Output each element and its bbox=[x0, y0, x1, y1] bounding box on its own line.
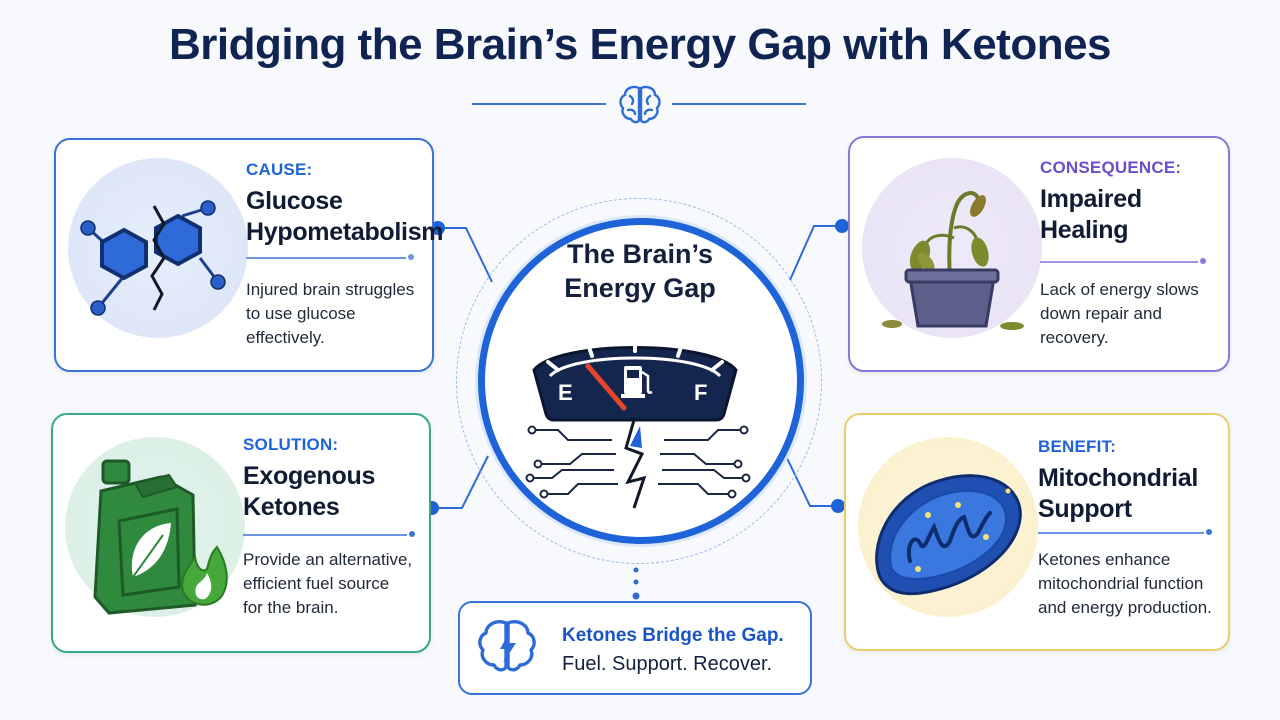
cause-heading: Glucose Hypometabolism bbox=[246, 186, 444, 248]
solution-heading: Exogenous Ketones bbox=[243, 461, 375, 523]
cause-rule bbox=[246, 257, 406, 259]
solution-rule-dot bbox=[409, 531, 415, 537]
benefit-heading: Mitochondrial Support bbox=[1038, 463, 1198, 525]
consequence-heading: Impaired Healing bbox=[1040, 184, 1142, 246]
consequence-desc-line1: Lack of energy slows bbox=[1040, 280, 1199, 299]
fuel-can-icon bbox=[93, 459, 228, 615]
center-title-line1: The Brain’s bbox=[566, 239, 714, 269]
benefit-card: BENEFIT: Mitochondrial Support Ketones e… bbox=[844, 413, 1230, 651]
wilting-plant-icon bbox=[882, 191, 1024, 330]
consequence-desc-line3: recovery. bbox=[1040, 328, 1109, 347]
solution-tag: SOLUTION: bbox=[243, 435, 339, 454]
cause-heading-line2: Hypometabolism bbox=[246, 218, 444, 246]
cause-card: CAUSE: Glucose Hypometabolism Injured br… bbox=[54, 138, 444, 372]
cause-illustration bbox=[68, 158, 248, 338]
center-title: The Brain’s Energy Gap bbox=[510, 237, 770, 305]
gauge-full-label: F bbox=[694, 380, 707, 405]
cause-desc-line3: effectively. bbox=[246, 328, 325, 347]
benefit-heading-line2: Support bbox=[1038, 495, 1132, 523]
consequence-connector-dot bbox=[835, 219, 849, 233]
title-rule-left bbox=[472, 103, 606, 105]
bottom-line2: Fuel. Support. Recover. bbox=[562, 653, 773, 675]
page-title: Bridging the Brain’s Energy Gap with Ket… bbox=[168, 20, 1112, 69]
solution-heading-line2: Ketones bbox=[243, 493, 340, 521]
consequence-heading-line1: Impaired bbox=[1040, 185, 1142, 213]
brain-icon bbox=[619, 85, 661, 124]
cause-desc-line2: to use glucose bbox=[246, 304, 356, 323]
benefit-desc-line3: and energy production. bbox=[1038, 598, 1212, 617]
benefit-connector-dot bbox=[831, 499, 845, 513]
gauge-empty-label: E bbox=[558, 380, 573, 405]
consequence-tag: CONSEQUENCE: bbox=[1040, 158, 1182, 177]
benefit-heading-line1: Mitochondrial bbox=[1038, 464, 1198, 492]
fuel-pump-icon bbox=[621, 366, 653, 398]
mitochondrion-icon bbox=[875, 474, 1022, 596]
solution-desc-line2: efficient fuel source bbox=[243, 574, 390, 593]
broken-circuit-icon bbox=[525, 419, 751, 509]
consequence-card: CONSEQUENCE: Impaired Healing Lack of en… bbox=[848, 136, 1230, 372]
gauge-needle bbox=[585, 363, 627, 411]
brain-lightning-icon bbox=[478, 620, 536, 672]
cause-heading-line1: Glucose bbox=[246, 187, 343, 215]
solution-description: Provide an alternative, efficient fuel s… bbox=[243, 548, 412, 620]
benefit-description: Ketones enhance mitochondrial function a… bbox=[1038, 548, 1212, 620]
benefit-desc-line1: Ketones enhance bbox=[1038, 550, 1171, 569]
consequence-description: Lack of energy slows down repair and rec… bbox=[1040, 278, 1199, 350]
title-rule-right bbox=[672, 103, 806, 105]
solution-illustration bbox=[65, 437, 245, 617]
benefit-tag: BENEFIT: bbox=[1038, 437, 1117, 456]
cause-desc-line1: Injured brain struggles bbox=[246, 280, 415, 299]
consequence-heading-line2: Healing bbox=[1040, 216, 1129, 244]
glucose-molecule-icon bbox=[80, 200, 226, 316]
center-title-line2: Energy Gap bbox=[564, 273, 716, 303]
bottom-summary-box: Ketones Bridge the Gap. Fuel. Support. R… bbox=[458, 601, 812, 695]
benefit-rule-dot bbox=[1206, 529, 1212, 535]
cause-tag: CAUSE: bbox=[246, 160, 313, 179]
benefit-illustration bbox=[858, 437, 1038, 617]
benefit-rule bbox=[1038, 532, 1204, 534]
consequence-rule-dot bbox=[1200, 258, 1206, 264]
solution-rule bbox=[243, 534, 407, 536]
consequence-rule bbox=[1040, 261, 1198, 263]
solution-desc-line1: Provide an alternative, bbox=[243, 550, 413, 569]
consequence-desc-line2: down repair and bbox=[1040, 304, 1162, 323]
bottom-line1: Ketones Bridge the Gap. bbox=[562, 625, 784, 646]
center-dashed-ring bbox=[456, 198, 822, 564]
solution-desc-line3: for the brain. bbox=[243, 598, 339, 617]
cause-rule-dot bbox=[408, 254, 414, 260]
solution-heading-line1: Exogenous bbox=[243, 462, 376, 490]
cause-description: Injured brain struggles to use glucose e… bbox=[246, 278, 414, 350]
fuel-gauge-icon: E F bbox=[532, 337, 738, 422]
solution-card: SOLUTION: Exogenous Ketones Provide an a… bbox=[51, 413, 431, 653]
consequence-illustration bbox=[862, 158, 1042, 338]
bottom-connector-dots bbox=[632, 567, 640, 600]
benefit-desc-line2: mitochondrial function bbox=[1038, 574, 1204, 593]
